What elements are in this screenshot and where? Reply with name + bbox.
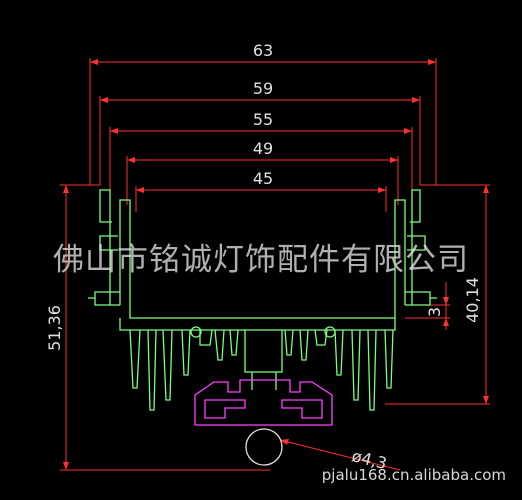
fins-left (129, 329, 239, 411)
dimension-arrows (63, 59, 489, 470)
dim-text-63: 63 (253, 41, 273, 60)
dimension-lines (60, 58, 490, 471)
dim-text-55: 55 (253, 110, 273, 129)
company-watermark: 佛山市铭诚灯饰配件有限公司 (53, 242, 469, 278)
fins-right (284, 329, 394, 411)
clip-outline (194, 379, 333, 426)
dim-text-4014: 40,14 (463, 277, 482, 323)
profile-outline (88, 189, 437, 331)
dim-text-45: 45 (253, 169, 273, 188)
dim-text-59: 59 (253, 79, 273, 98)
heatsink-profile (88, 189, 437, 411)
dim-text-49: 49 (253, 139, 273, 158)
dim-text-3: 3 (425, 307, 444, 317)
profile-stem (244, 330, 283, 390)
dim-leader-diameter (279, 439, 401, 471)
screw-hole (245, 428, 283, 466)
website-watermark: pjalu168.cn.alibaba.com (321, 466, 506, 484)
dim-text-5136: 51,36 (45, 305, 64, 351)
mounting-clip (194, 379, 333, 426)
